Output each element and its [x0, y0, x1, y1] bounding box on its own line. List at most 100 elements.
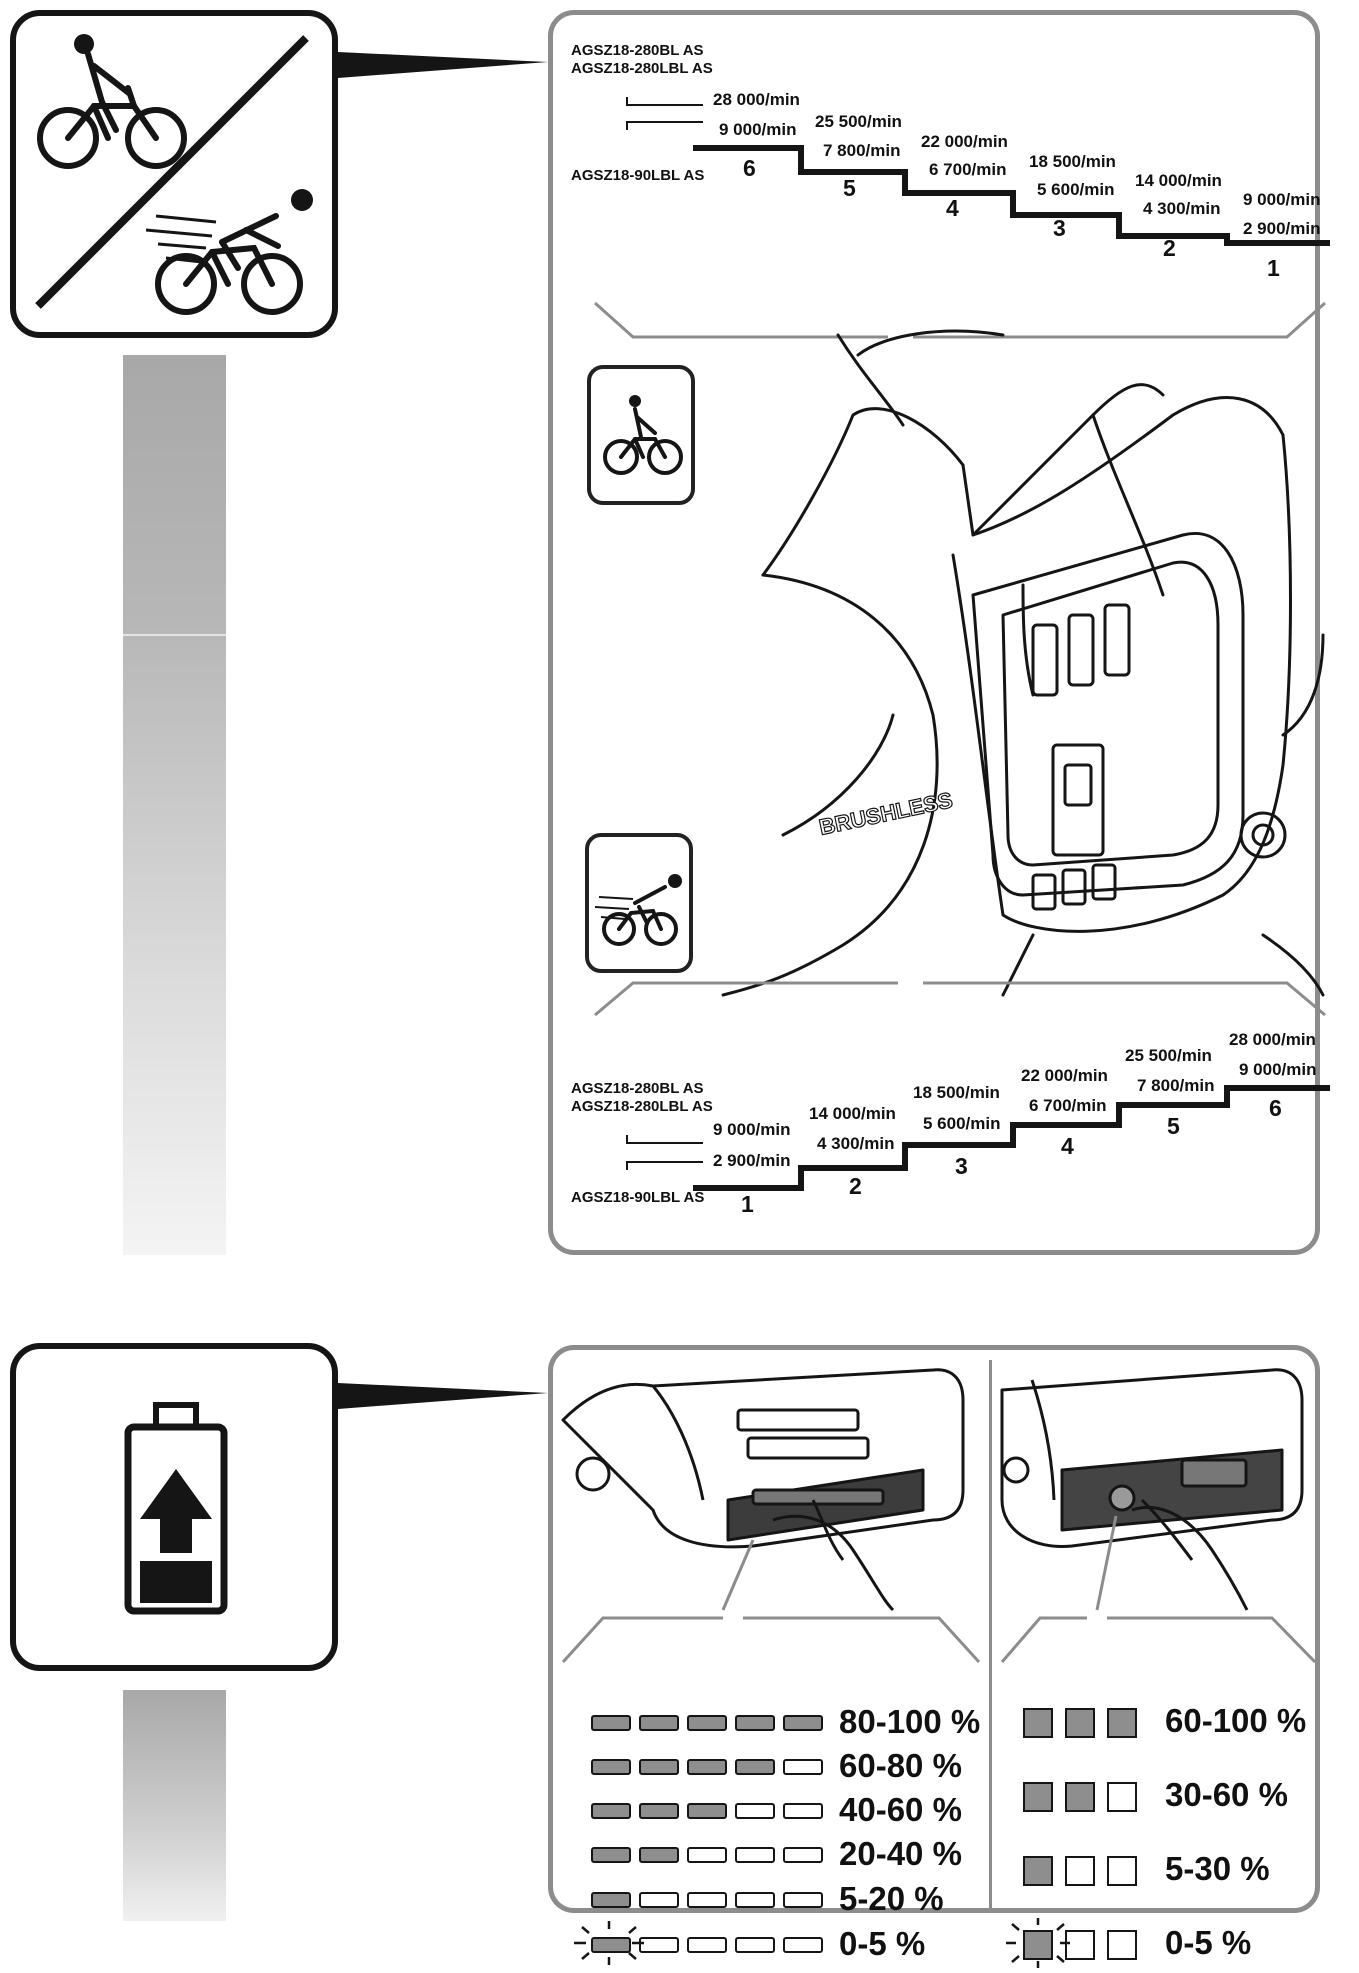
speed-low-value: 6 700/min	[929, 160, 1007, 179]
battery-level-label: 0-5 %	[1165, 1924, 1252, 1961]
step-number: 3	[955, 1153, 968, 1179]
led-segment	[783, 1847, 823, 1863]
led-segment	[1065, 1782, 1095, 1812]
led-segment	[687, 1847, 727, 1863]
battery-level-row: 0-5 %	[1006, 1918, 1313, 1968]
fast-mode-icon-box	[585, 833, 693, 973]
speed-high-value: 25 500/min	[815, 112, 902, 131]
speed-high-value: 28 000/min	[713, 90, 800, 109]
step-number: 4	[946, 195, 959, 221]
led-segment	[735, 1803, 775, 1819]
led-segment	[783, 1937, 823, 1953]
led-segment	[1107, 1856, 1137, 1886]
battery-level-row: 40-60 %	[591, 1791, 971, 1831]
led-segment	[639, 1892, 679, 1908]
cyclist-fast-icon	[594, 874, 682, 946]
led-segment	[1107, 1930, 1137, 1960]
speed-low-value: 2 900/min	[1243, 219, 1321, 238]
battery-level-row: 0-5 %	[574, 1921, 971, 1965]
model-label: AGSZ18-90LBL AS	[571, 1189, 705, 1206]
step-number: 4	[1061, 1133, 1074, 1159]
led-segment	[1023, 1782, 1053, 1812]
led-segment	[639, 1803, 679, 1819]
three-led-battery-drawing	[1000, 1368, 1317, 1664]
battery-level-label: 5-20 %	[839, 1880, 944, 1917]
speed-low-value: 4 300/min	[817, 1134, 895, 1153]
led-segment	[735, 1759, 775, 1775]
battery-charge-icon	[124, 1402, 228, 1615]
cyclist-slow-fast-icon	[35, 34, 313, 315]
battery-level-row: 20-40 %	[591, 1835, 971, 1875]
led-segment	[1065, 1708, 1095, 1738]
speed-low-value: 9 000/min	[1239, 1060, 1317, 1079]
led-segment	[591, 1847, 631, 1863]
led-segment	[1023, 1856, 1053, 1886]
descending-speed-staircase	[593, 97, 1330, 339]
speed-mode-icon-box	[10, 10, 338, 338]
step-number: 6	[743, 155, 756, 181]
speed-low-value: 9 000/min	[719, 120, 797, 139]
step-number: 1	[1267, 255, 1280, 281]
battery-level-label: 30-60 %	[1165, 1776, 1288, 1813]
led-segment	[591, 1892, 631, 1908]
scroll-gradient-bar	[123, 1690, 226, 1921]
speed-high-value: 9 000/min	[1243, 190, 1321, 209]
cyclist-slow-icon	[603, 395, 683, 475]
led-segment	[783, 1803, 823, 1819]
battery-level-label: 60-100 %	[1165, 1702, 1307, 1739]
speed-high-value: 28 000/min	[1229, 1030, 1316, 1049]
battery-level-row: 30-60 %	[1023, 1774, 1313, 1818]
battery-level-row: 80-100 %	[591, 1703, 980, 1743]
battery-level-label: 40-60 %	[839, 1791, 962, 1828]
battery-level-row: 5-30 %	[1023, 1848, 1313, 1892]
model-label: AGSZ18-280LBL AS	[571, 60, 713, 77]
led-segment	[687, 1892, 727, 1908]
led-segment	[687, 1759, 727, 1775]
scroll-gradient-bar	[123, 355, 226, 1255]
led-segment	[783, 1715, 823, 1731]
led-segment	[735, 1847, 775, 1863]
battery-level-label: 5-30 %	[1165, 1850, 1270, 1887]
battery-panel: 80-100 %60-80 % 40-60 % 20-40 % 5-20 % 0-5 %…	[548, 1345, 1320, 1968]
tool-switch-drawing: BRUSHLESS	[721, 329, 1325, 997]
battery-level-label: 20-40 %	[839, 1835, 962, 1872]
five-led-battery-drawing	[561, 1368, 981, 1664]
led-segment	[591, 1715, 631, 1731]
model-label: AGSZ18-280LBL AS	[571, 1098, 713, 1115]
speed-high-value: 25 500/min	[1125, 1046, 1212, 1065]
speed-high-value: 14 000/min	[1135, 171, 1222, 190]
speed-high-value: 9 000/min	[713, 1120, 791, 1139]
led-segment	[591, 1759, 631, 1775]
battery-level-row: 60-100 %	[1023, 1700, 1313, 1744]
speed-low-value: 7 800/min	[823, 141, 901, 160]
led-segment	[1023, 1708, 1053, 1738]
battery-level-row: 60-80 %	[591, 1747, 971, 1787]
speed-low-value: 2 900/min	[713, 1151, 791, 1170]
speed-low-value: 4 300/min	[1143, 199, 1221, 218]
step-number: 6	[1269, 1095, 1282, 1121]
speed-low-value: 5 600/min	[923, 1114, 1001, 1133]
blinking-led-icon	[574, 1921, 644, 1970]
slow-mode-icon-box	[587, 365, 695, 505]
led-segment	[735, 1892, 775, 1908]
brushless-label: BRUSHLESS	[817, 787, 955, 840]
step-number: 3	[1053, 215, 1066, 241]
led-segment	[639, 1715, 679, 1731]
led-segment	[687, 1937, 727, 1953]
led-segment	[1065, 1856, 1095, 1886]
model-label: AGSZ18-90LBL AS	[571, 167, 705, 184]
speed-panel: AGSZ18-280BL AS AGSZ18-280LBL AS AGSZ18-…	[548, 10, 1330, 1255]
gradient-divider	[123, 634, 226, 636]
speed-high-value: 18 500/min	[1029, 152, 1116, 171]
speed-low-value: 7 800/min	[1137, 1076, 1215, 1095]
led-segment	[735, 1715, 775, 1731]
speed-high-value: 18 500/min	[913, 1083, 1000, 1102]
led-segment	[1107, 1782, 1137, 1812]
battery-icon-box	[10, 1343, 338, 1671]
step-number: 2	[1163, 235, 1176, 261]
speed-low-value: 5 600/min	[1037, 180, 1115, 199]
model-label: AGSZ18-280BL AS	[571, 42, 704, 59]
ascending-speed-staircase	[594, 981, 1330, 1191]
led-segment	[639, 1759, 679, 1775]
panel-divider	[989, 1360, 992, 1910]
